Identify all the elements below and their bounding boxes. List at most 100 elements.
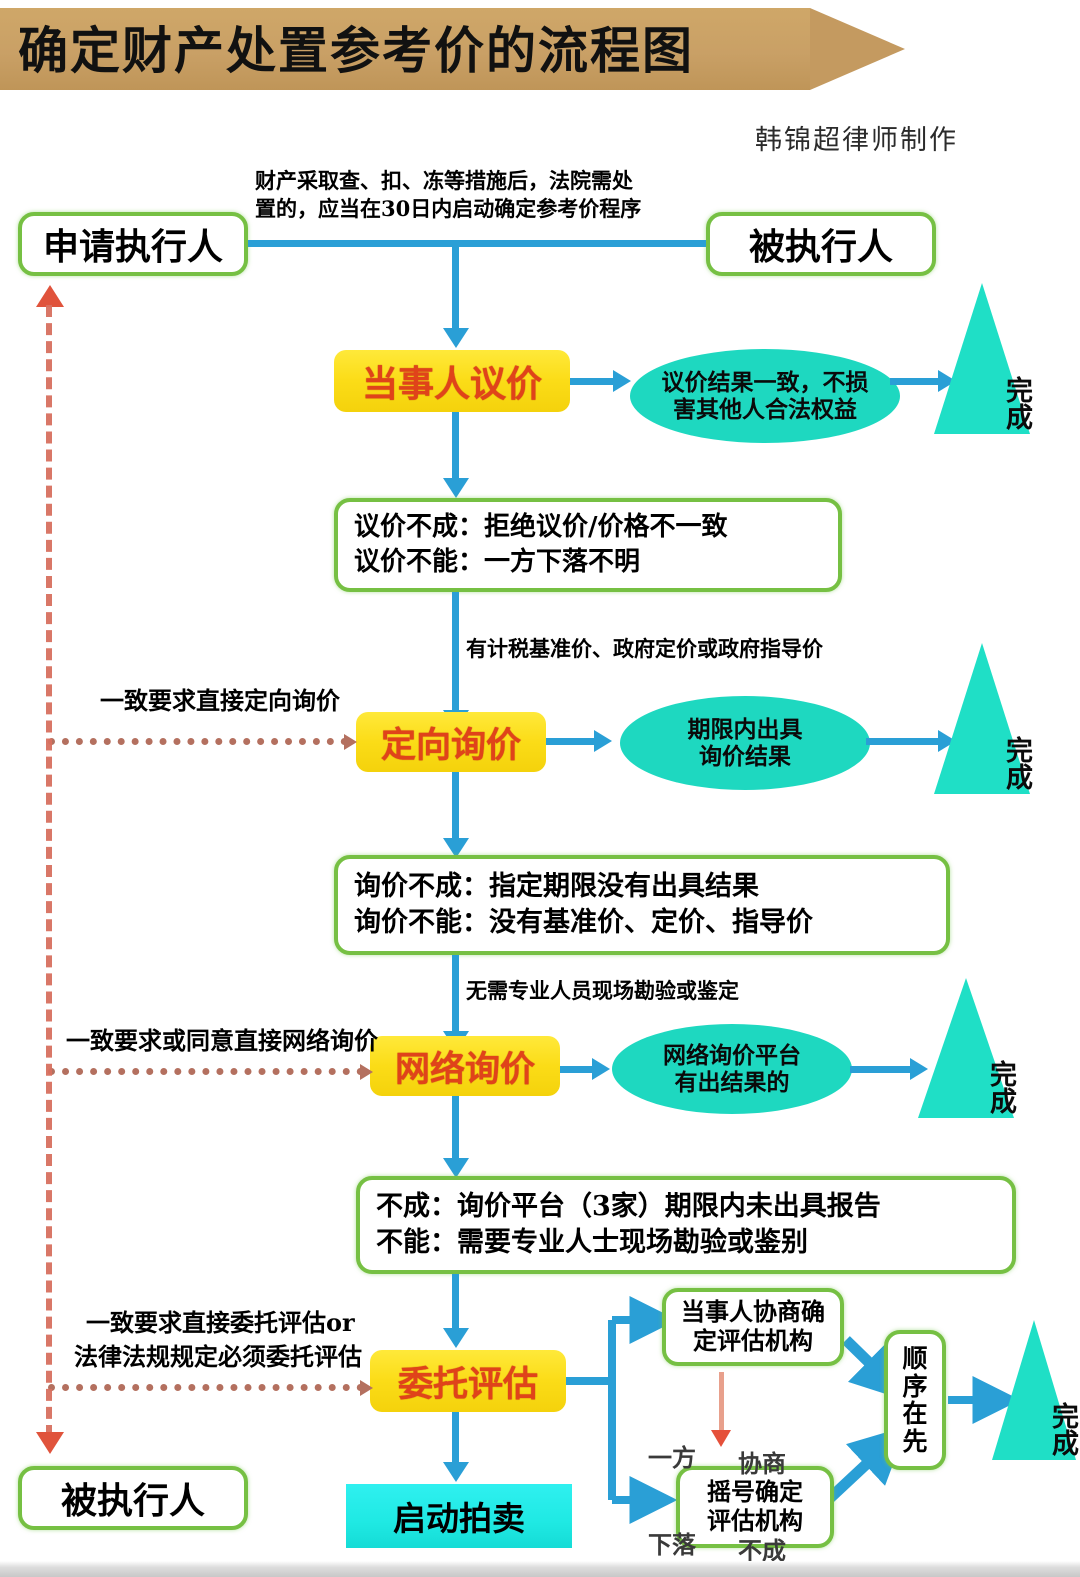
network-to-oval-line: [560, 1066, 596, 1073]
shortcut-label-appraisal-line-1: 一致要求直接委托评估or: [86, 1308, 355, 1337]
outcome-oval-directed: 期限内出具 询价结果: [620, 696, 870, 790]
fail-network-line-1: 不成：询价平台（3家）期限内未出具报告: [376, 1190, 881, 1222]
loopback-arrow-down: [36, 1432, 64, 1454]
branch-label-mid: 协商 不成: [738, 1390, 786, 1577]
shortcut-label-directed: 一致要求直接定向询价: [100, 686, 340, 715]
spine-to-network: [452, 955, 459, 1035]
stage-box-commissioned-appraisal[interactable]: 委托评估: [370, 1350, 566, 1412]
appraisal-option-b-line-2: 评估机构: [707, 1506, 803, 1535]
directed-to-oval-arrow: [594, 730, 612, 752]
auction-label: 启动拍卖: [393, 1499, 525, 1538]
order-priority-line-4: 先: [902, 1426, 928, 1456]
appraisal-to-auction-spine: [452, 1412, 459, 1466]
finish-triangle-negotiation: 完成: [934, 283, 1032, 434]
fail-network-line-2: 不能：需要专业人士现场勘验或鉴别: [376, 1227, 808, 1258]
finish-label-4: 完成: [1047, 1402, 1078, 1456]
appraisal-option-a-box[interactable]: 当事人协商确 定评估机构: [662, 1288, 844, 1366]
shortcut-arrow-appraisal: [360, 1380, 373, 1396]
order-priority-line-3: 在: [902, 1399, 928, 1428]
arrow-to-appraisal: [443, 1328, 469, 1348]
stage-label-network-inquiry: 网络询价: [394, 1048, 535, 1090]
directed-fail-spine: [452, 772, 459, 842]
outcome-oval-negotiation: 议价结果一致，不损 害其他人合法权益: [630, 349, 900, 443]
finish-label-3: 完成: [985, 1060, 1016, 1114]
author-credit: 韩锦超律师制作: [755, 125, 958, 156]
branch-mid-line-1: 协商: [738, 1448, 786, 1478]
order-priority-box[interactable]: 顺 序 在 先: [884, 1330, 946, 1470]
branch-left-line-1: 一方: [648, 1442, 696, 1472]
fail-directed-line-1: 询价不成：指定期限没有出具结果: [354, 870, 759, 902]
fail-negotiation-line-2: 议价不能：一方下落不明: [354, 547, 641, 577]
shortcut-arrow-directed: [344, 734, 357, 750]
party-box-respondent-top[interactable]: 被执行人: [706, 212, 936, 276]
auction-box[interactable]: 启动拍卖: [346, 1484, 572, 1548]
stage-box-negotiation[interactable]: 当事人议价: [334, 350, 570, 412]
spine-to-directed: [452, 592, 459, 714]
top-note-line-2: 置的，应当在30日内启动确定参考价程序: [255, 196, 642, 221]
negotiation-fail-spine: [452, 412, 459, 482]
stage-box-network-inquiry[interactable]: 网络询价: [370, 1036, 560, 1096]
directed-fail-arrow: [443, 838, 469, 858]
banner-body: [0, 8, 810, 90]
party-label-respondent-top: 被执行人: [748, 226, 893, 268]
shortcut-arrow-network: [360, 1064, 373, 1080]
order-priority-line-2: 序: [902, 1371, 928, 1401]
oval-negotiation-line-1: 议价结果一致，不损: [661, 368, 869, 396]
page-title: 确定财产处置参考价的流程图: [18, 21, 694, 80]
party-label-respondent-bottom: 被执行人: [60, 1480, 205, 1522]
shortcut-line-appraisal: [48, 1384, 364, 1391]
fail-box-network: 不成：询价平台（3家）期限内未出具报告 不能：需要专业人士现场勘验或鉴别: [356, 1176, 1016, 1274]
oval-network-line-1: 网络询价平台: [663, 1041, 801, 1069]
condition-label-directed: 有计税基准价、政府定价或政府指导价: [466, 636, 823, 661]
oval-directed-line-2: 询价结果: [699, 743, 791, 770]
negotiation-failed-line: [719, 1372, 724, 1434]
stage-label-directed-inquiry: 定向询价: [380, 724, 521, 766]
shortcut-label-appraisal-line-2: 法律法规规定必须委托评估: [74, 1342, 362, 1371]
oval-to-finish-line-1: [890, 378, 942, 385]
banner-arrow-tip: [810, 8, 905, 90]
network-fail-arrow: [443, 1158, 469, 1178]
finish-label-1: 完成: [1001, 376, 1032, 430]
oval-to-finish-line-2: [866, 738, 942, 745]
shortcut-line-directed: [48, 738, 348, 745]
fail-box-directed: 询价不成：指定期限没有出具结果 询价不能：没有基准价、定价、指导价: [334, 855, 950, 955]
finish-label-2: 完成: [1001, 736, 1032, 790]
top-note-line-1: 财产采取查、扣、冻等措施后，法院需处: [255, 168, 633, 193]
appraisal-to-auction-arrow: [443, 1462, 469, 1482]
shortcut-label-network: 一致要求或同意直接网络询价: [66, 1026, 378, 1055]
negotiation-to-oval-line: [570, 378, 616, 385]
oval-to-finish-arrow-3: [910, 1058, 928, 1080]
spine-to-negotiation: [452, 240, 459, 330]
fail-box-negotiation: 议价不成：拒绝议价/价格不一致 议价不能：一方下落不明: [334, 498, 842, 592]
loopback-dashed-line: [46, 305, 52, 1437]
branch-mid-line-2: 不成: [738, 1536, 786, 1566]
party-box-applicant[interactable]: 申请执行人: [18, 212, 248, 276]
appraisal-option-b-line-1: 摇号确定: [707, 1477, 803, 1507]
oval-to-finish-line-3: [850, 1066, 914, 1073]
arrow-to-negotiation: [443, 328, 469, 348]
oval-network-line-2: 有出结果的: [674, 1069, 790, 1096]
party-label-applicant: 申请执行人: [42, 226, 223, 268]
network-fail-spine: [452, 1096, 459, 1162]
title-banner: 确定财产处置参考价的流程图: [0, 8, 905, 90]
condition-label-network: 无需专业人员现场勘验或鉴定: [466, 978, 739, 1003]
stage-box-directed-inquiry[interactable]: 定向询价: [356, 712, 546, 772]
outcome-oval-network: 网络询价平台 有出结果的: [612, 1024, 852, 1114]
appraisal-option-a-line-1: 当事人协商确: [681, 1297, 825, 1327]
shortcut-line-network: [48, 1068, 364, 1075]
appraisal-option-b-box[interactable]: 摇号确定 评估机构: [676, 1466, 834, 1548]
party-box-respondent-bottom[interactable]: 被执行人: [18, 1466, 248, 1530]
negotiation-fail-arrow: [443, 478, 469, 498]
oval-directed-line-1: 期限内出具: [687, 715, 803, 743]
network-to-oval-arrow: [592, 1058, 610, 1080]
directed-to-oval-line: [546, 738, 598, 745]
stage-label-negotiation: 当事人议价: [361, 363, 542, 405]
fail-negotiation-line-1: 议价不成：拒绝议价/价格不一致: [354, 511, 728, 542]
footer-bar: [0, 1561, 1080, 1577]
party-connector: [248, 240, 706, 247]
loopback-arrow-up: [36, 285, 64, 307]
finish-triangle-directed: 完成: [934, 643, 1032, 794]
finish-triangle-network: 完成: [918, 978, 1016, 1118]
branch-label-left: 一方 下落 不明: [648, 1384, 696, 1577]
